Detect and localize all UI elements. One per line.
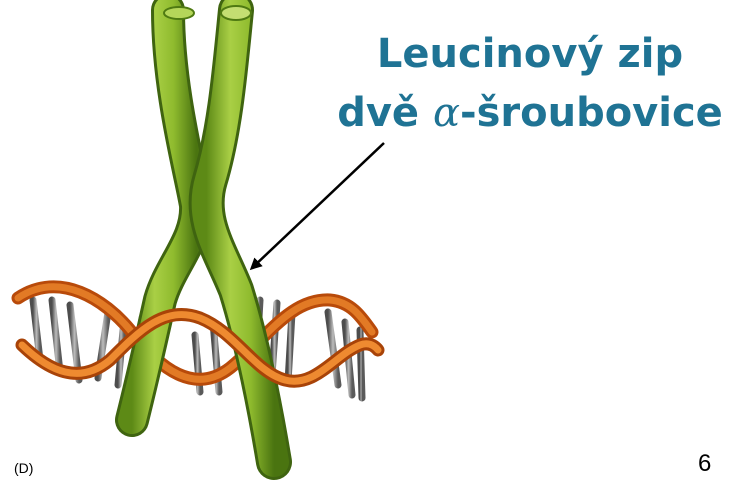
alpha-symbol: α: [433, 90, 460, 136]
panel-label: (D): [14, 460, 33, 476]
title-line-2: dvě α-šroubovice: [330, 89, 730, 137]
page-number: 6: [698, 450, 711, 478]
pointer-arrow: [252, 143, 384, 268]
title-prefix: dvě: [337, 90, 433, 136]
title-line-1: Leucinový zip: [330, 30, 730, 78]
alpha-helix-back: [132, 7, 196, 420]
title-suffix: -šroubovice: [460, 90, 723, 136]
